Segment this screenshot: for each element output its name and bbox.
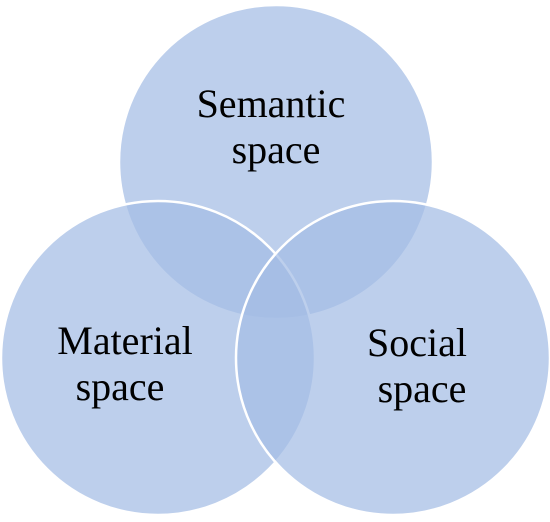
circles-layer: [0, 3, 550, 517]
material-label-line1: Material: [57, 318, 193, 363]
labels-layer: Semantic space Material space Social spa…: [57, 81, 477, 411]
social-space-label: Social space: [367, 320, 477, 411]
material-space-label: Material space: [57, 318, 203, 409]
semantic-space-label: Semantic space: [197, 81, 356, 172]
semantic-label-line2: space: [232, 127, 321, 172]
social-label-line1: Social: [367, 320, 467, 365]
semantic-label-line1: Semantic: [197, 81, 346, 126]
material-label-line2: space: [76, 364, 165, 409]
social-label-line2: space: [378, 366, 467, 411]
social-space-circle: [234, 199, 550, 517]
